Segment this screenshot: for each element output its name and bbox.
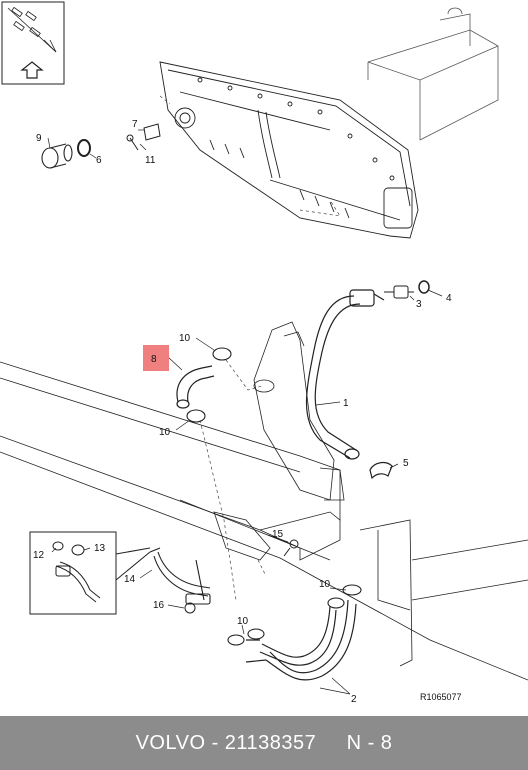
callout-7: 7 (132, 119, 138, 130)
part-12-ring (52, 541, 64, 551)
cylinder-head (159, 61, 419, 239)
chassis-frame (0, 361, 528, 681)
callout-1: 1 (343, 398, 349, 409)
orientation-inset (1, 1, 65, 85)
callout-13: 13 (94, 543, 106, 554)
footer-bar: VOLVO - 21138357 N - 8 (0, 716, 528, 770)
projection-lines (159, 95, 341, 601)
part-3-union-fitting (384, 285, 414, 299)
leader-lines (47, 129, 443, 695)
part-10-hose-clamp (186, 347, 362, 646)
detail-inset (29, 531, 151, 615)
callout-10-lower-right: 10 (319, 579, 331, 590)
part-2-lower-hoses (245, 599, 357, 681)
callout-8: 8 (151, 354, 157, 365)
part-6-seal-ring (77, 139, 91, 157)
callout-5: 5 (403, 458, 409, 469)
highlight-box-part-8 (143, 345, 169, 371)
part-8-coolant-hose (176, 365, 215, 409)
part-11-bolt (126, 134, 139, 151)
part-4-seal-ring (418, 280, 430, 294)
callout-11: 11 (145, 155, 156, 166)
engine-block-outline (367, 7, 499, 141)
up-arrow-icon (20, 61, 44, 79)
callout-12: 12 (33, 550, 45, 561)
figure-reference-code: R1065077 (420, 692, 462, 702)
part-1-coolant-pipe (305, 289, 385, 460)
part-number-caption: VOLVO - 21138357 N - 8 (135, 731, 393, 754)
callout-3: 3 (416, 299, 422, 310)
callout-2: 2 (351, 694, 357, 705)
exploded-parts-diagram: 9 6 7 11 8 10 10 1 3 4 5 12 13 14 16 15 … (0, 1, 528, 705)
callout-10-upper: 10 (179, 333, 191, 344)
callout-15: 15 (272, 529, 284, 540)
callout-16: 16 (153, 600, 165, 611)
part-9-connector (41, 143, 73, 169)
part-5-clip (369, 461, 393, 480)
part-16-clip (184, 602, 196, 614)
part-15-bolt (283, 539, 299, 557)
callout-9: 9 (36, 133, 42, 144)
callout-14: 14 (124, 574, 136, 585)
callout-10-middle: 10 (159, 427, 171, 438)
callout-6: 6 (96, 155, 102, 166)
callout-labels: 9 6 7 11 8 10 10 1 3 4 5 12 13 14 16 15 … (33, 119, 462, 705)
vehicle-orientation-icon (7, 6, 57, 53)
callout-4: 4 (446, 293, 452, 304)
part-7-bracket (143, 123, 161, 141)
callout-10-lower-left: 10 (237, 616, 249, 627)
exhaust-manifold (213, 321, 345, 561)
part-14-small-pipe (149, 547, 211, 605)
